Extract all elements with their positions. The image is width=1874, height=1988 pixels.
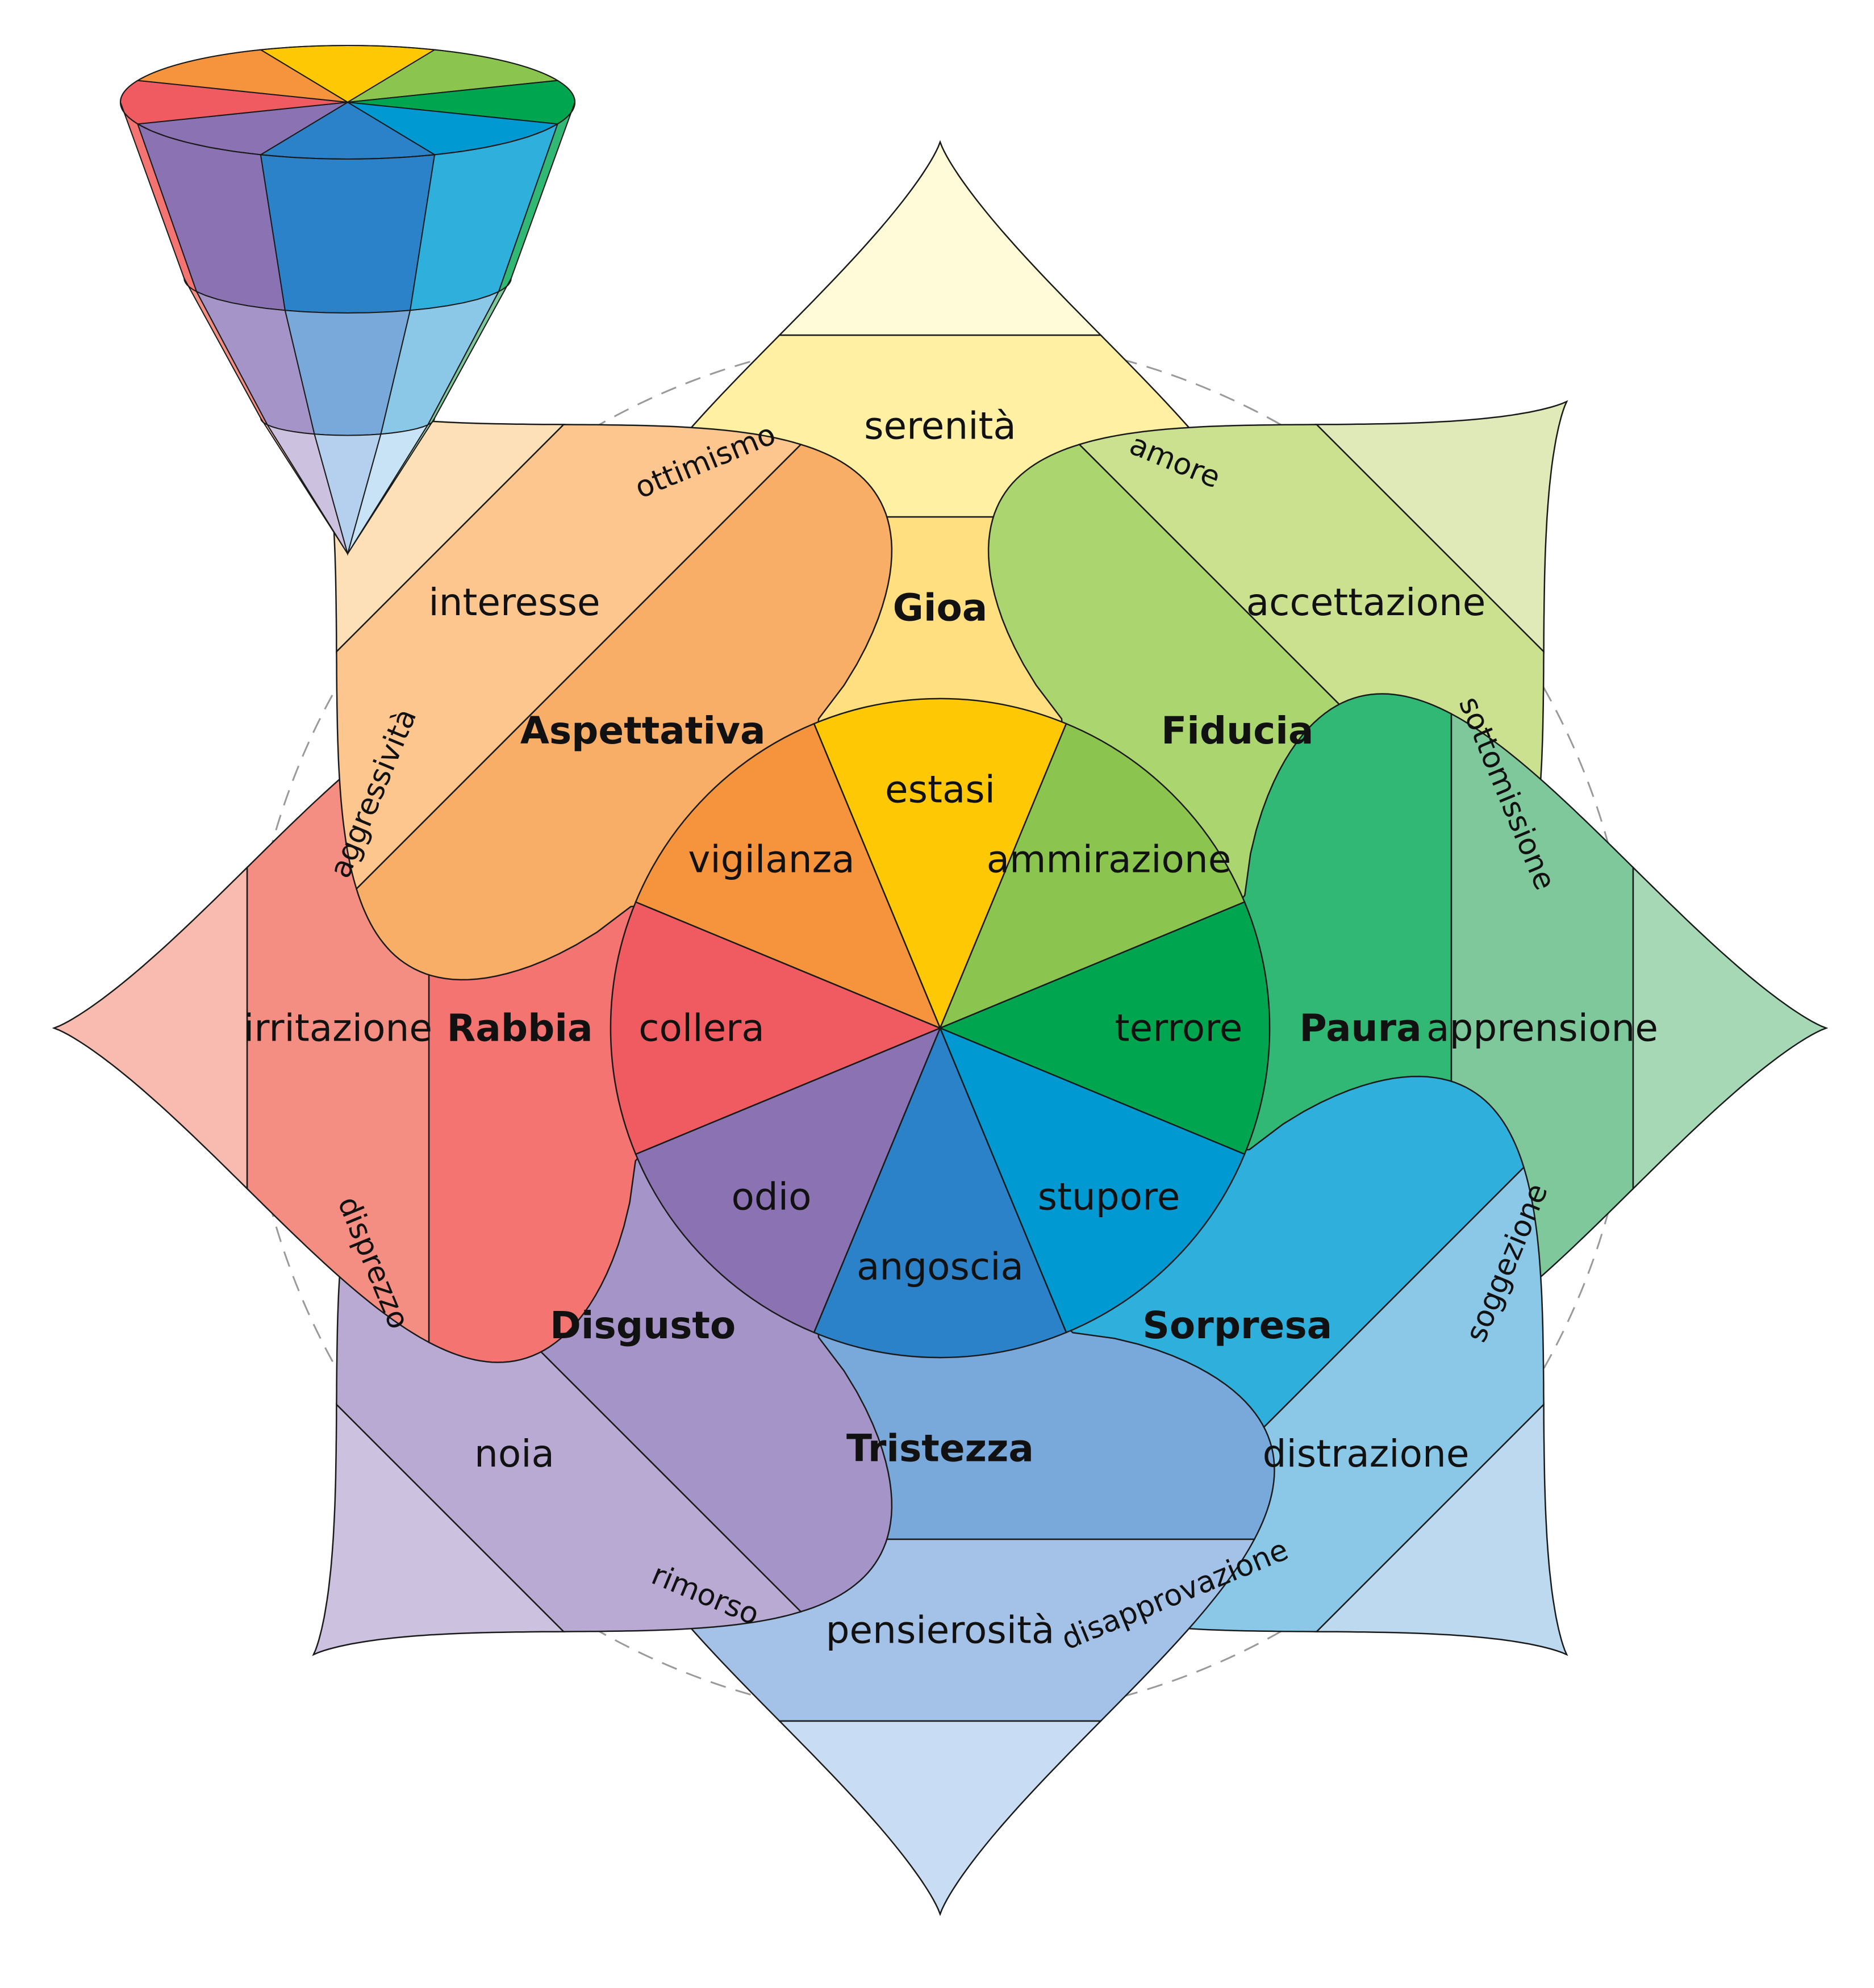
label-trust-inner: ammirazione [987,838,1232,882]
label-joy-inner: estasi [885,768,995,812]
label-sadness-outer: pensierosità [826,1609,1055,1652]
label-disgust-outer: noia [474,1432,554,1476]
label-disgust-primary: Disgusto [550,1304,736,1347]
labels-layer: estasi Gioa serenità ammirazione Fiducia acce… [244,404,1658,1652]
sector-disgust-inner [635,1026,942,1334]
petal-disgust-tip-band [312,1402,566,1656]
label-anticipation-primary: Aspettativa [520,709,766,753]
petal-joy-tip-band [778,140,1103,336]
label-fear-outer: apprensione [1426,1006,1658,1050]
sector-anger-inner [610,901,942,1155]
sector-anticipation-inner [635,722,942,1030]
label-joy-outer: serenità [864,404,1016,448]
cone-rim [120,45,575,160]
cone-body-strip [347,417,435,554]
sector-fear-inner [938,901,1271,1155]
label-trust-primary: Fiducia [1161,709,1313,753]
label-anticipation-outer: interesse [428,580,600,624]
label-trust-outer: accettazione [1246,580,1486,624]
label-anger-primary: Rabbia [446,1006,592,1050]
label-anger-inner: collera [638,1006,765,1050]
label-surprise-outer: distrazione [1263,1432,1470,1476]
sector-joy-inner [813,698,1067,1030]
petal-trust-tip-band [1314,400,1568,654]
label-surprise-primary: Sorpresa [1142,1304,1332,1347]
petal-fear-tip-band [1632,866,1829,1191]
label-fear-primary: Paura [1299,1006,1421,1050]
petal-surprise-tip-band [1314,1402,1568,1656]
label-anger-outer: irritazione [244,1006,432,1050]
label-sadness-inner: angoscia [857,1245,1024,1289]
label-joy-primary: Gioa [893,586,988,630]
petal-anger-tip-band [52,866,248,1191]
sector-trust-inner [938,722,1246,1030]
label-sadness-primary: Tristezza [846,1427,1034,1471]
sector-surprise-inner [938,1026,1246,1334]
label-fear-inner: terrore [1115,1006,1243,1050]
cone-body-strip [260,154,436,314]
emotion-cone-3d [119,45,576,556]
label-disgust-inner: odio [732,1175,812,1219]
petals-layer [52,140,1829,1916]
label-anticipation-inner: vigilanza [688,838,854,882]
label-surprise-inner: stupore [1038,1175,1180,1219]
sector-sadness-inner [813,1026,1067,1359]
petal-sadness-tip-band [778,1720,1103,1916]
